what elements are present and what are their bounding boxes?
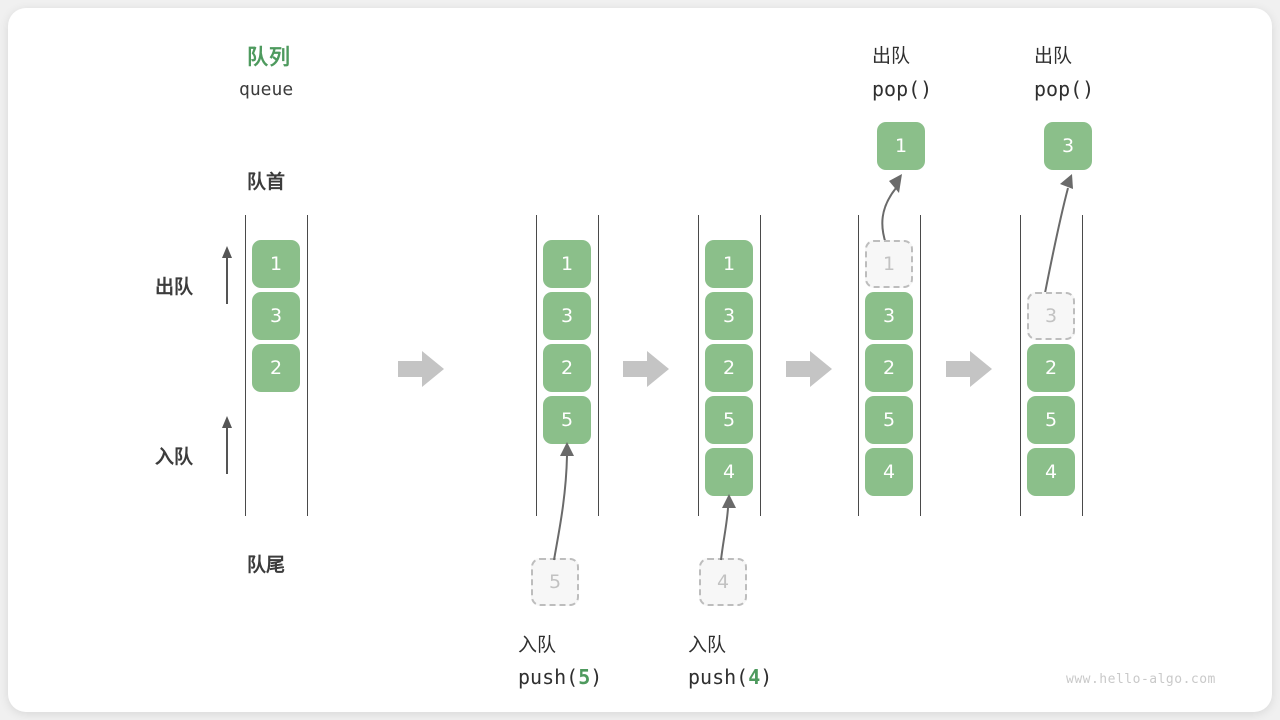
enqueue-side-label: 入队 bbox=[155, 446, 194, 468]
incoming-element: 5 bbox=[531, 558, 579, 606]
removed-element-slot: 3 bbox=[1027, 292, 1075, 340]
push-caption-code: push(5) bbox=[518, 665, 602, 689]
queue-cell: 5 bbox=[543, 396, 591, 444]
push-caption-code: push(4) bbox=[688, 665, 772, 689]
watermark: www.hello-algo.com bbox=[1066, 672, 1216, 687]
removed-element-slot: 1 bbox=[865, 240, 913, 288]
pop-header-cn: 出队 bbox=[1034, 45, 1073, 67]
rail-left bbox=[245, 215, 246, 516]
queue-cell: 4 bbox=[865, 448, 913, 496]
push-arrow bbox=[553, 442, 574, 561]
push-code-arg: 4 bbox=[748, 665, 761, 689]
rear-label: 队尾 bbox=[247, 554, 286, 576]
flow-arrow-icon bbox=[398, 351, 444, 387]
push-caption-cn: 入队 bbox=[688, 634, 727, 656]
pop-header-cn: 出队 bbox=[872, 45, 911, 67]
pop-arrow bbox=[881, 174, 902, 245]
queue-cell: 2 bbox=[252, 344, 300, 392]
popped-element: 3 bbox=[1044, 122, 1092, 170]
queue-cell: 3 bbox=[543, 292, 591, 340]
page-title: 队列 bbox=[247, 45, 291, 69]
front-label: 队首 bbox=[247, 171, 286, 193]
queue-cell: 1 bbox=[543, 240, 591, 288]
queue-cell: 1 bbox=[705, 240, 753, 288]
push-code-suffix: ) bbox=[760, 665, 773, 689]
queue-cell: 4 bbox=[1027, 448, 1075, 496]
rail-right bbox=[307, 215, 308, 516]
pop-header-code: pop() bbox=[872, 77, 933, 101]
incoming-element: 4 bbox=[699, 558, 747, 606]
queue-cell: 5 bbox=[705, 396, 753, 444]
rail-left bbox=[858, 215, 859, 516]
page-subtitle: queue bbox=[239, 79, 294, 100]
diagram-card: 队列 queue 队首 队尾 出队 入队 1 3 2 bbox=[8, 8, 1272, 712]
flow-arrow-icon bbox=[623, 351, 669, 387]
queue-cell: 5 bbox=[865, 396, 913, 444]
rail-left bbox=[698, 215, 699, 516]
enqueue-direction-arrow bbox=[222, 416, 232, 474]
push-code-prefix: push( bbox=[518, 665, 579, 689]
dequeue-side-label: 出队 bbox=[155, 276, 194, 298]
queue-cell: 2 bbox=[705, 344, 753, 392]
rail-left bbox=[536, 215, 537, 516]
queue-cell: 2 bbox=[1027, 344, 1075, 392]
push-arrow bbox=[720, 494, 736, 561]
rail-right bbox=[760, 215, 761, 516]
queue-cell: 1 bbox=[252, 240, 300, 288]
queue-cell: 3 bbox=[865, 292, 913, 340]
rail-right bbox=[598, 215, 599, 516]
flow-arrow-icon bbox=[786, 351, 832, 387]
push-code-suffix: ) bbox=[590, 665, 603, 689]
pop-header-code: pop() bbox=[1034, 77, 1095, 101]
push-code-arg: 5 bbox=[578, 665, 591, 689]
queue-cell: 3 bbox=[252, 292, 300, 340]
push-caption-cn: 入队 bbox=[518, 634, 557, 656]
pop-arrow bbox=[1043, 174, 1073, 299]
push-code-prefix: push( bbox=[688, 665, 749, 689]
queue-cell: 2 bbox=[865, 344, 913, 392]
queue-cell: 4 bbox=[705, 448, 753, 496]
rail-right bbox=[920, 215, 921, 516]
queue-cell: 5 bbox=[1027, 396, 1075, 444]
flow-arrow-icon bbox=[946, 351, 992, 387]
queue-cell: 2 bbox=[543, 344, 591, 392]
popped-element: 1 bbox=[877, 122, 925, 170]
dequeue-direction-arrow bbox=[222, 246, 232, 304]
rail-right bbox=[1082, 215, 1083, 516]
queue-cell: 3 bbox=[705, 292, 753, 340]
rail-left bbox=[1020, 215, 1021, 516]
